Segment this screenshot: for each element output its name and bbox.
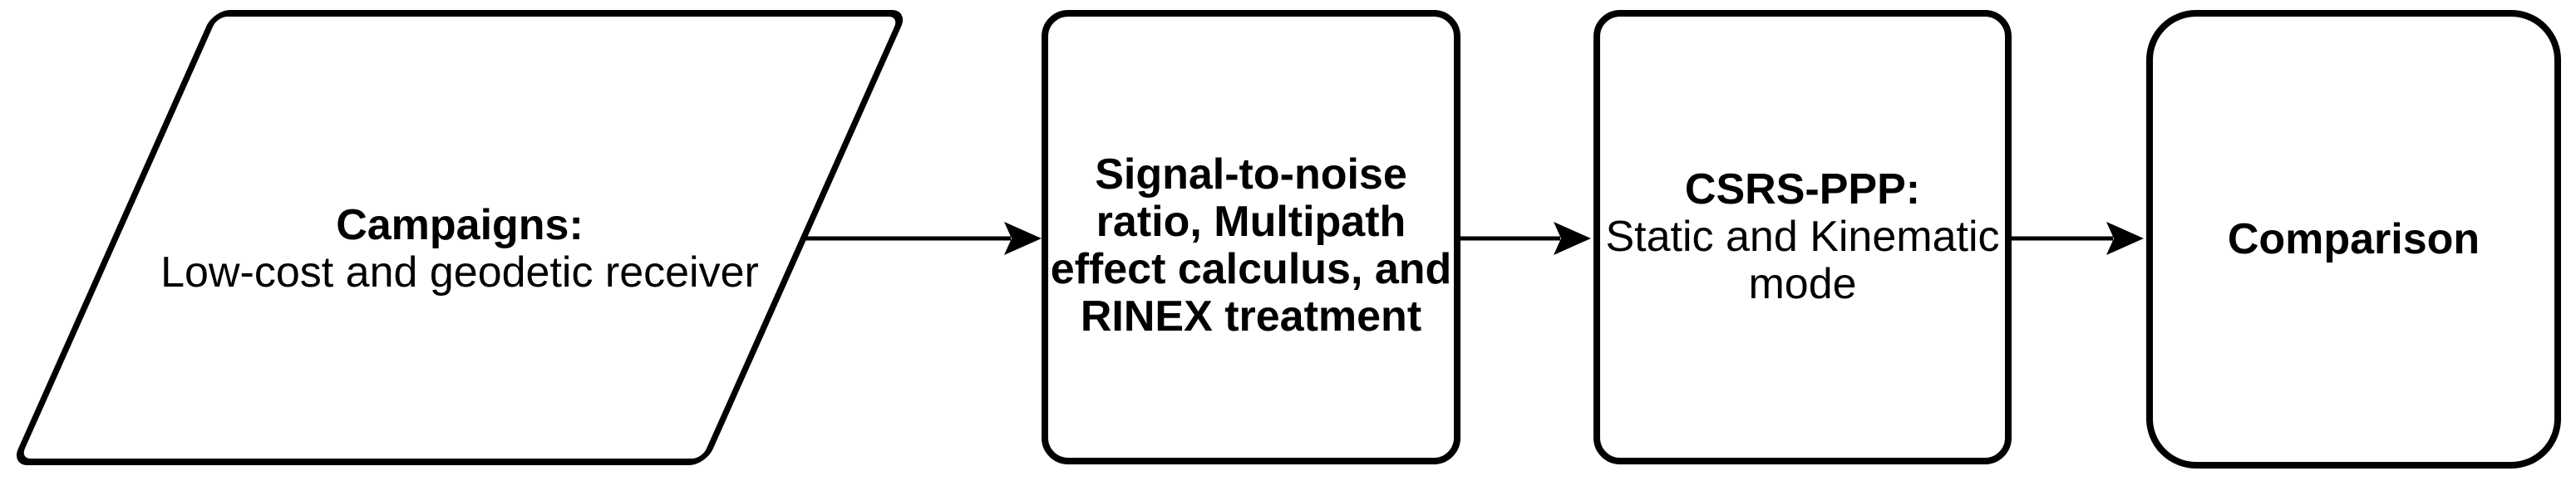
- arrow-campaigns-to-signal-processing: [803, 222, 1042, 255]
- node-campaigns: [11, 10, 909, 465]
- arrow-signal-processing-to-csrs-ppp: [1459, 222, 1591, 255]
- node-comparison: [2146, 10, 2561, 469]
- node-signal-processing: [1042, 10, 1460, 464]
- arrow-csrs-ppp-to-comparison: [2010, 222, 2144, 255]
- node-csrs-ppp: [1593, 10, 2012, 464]
